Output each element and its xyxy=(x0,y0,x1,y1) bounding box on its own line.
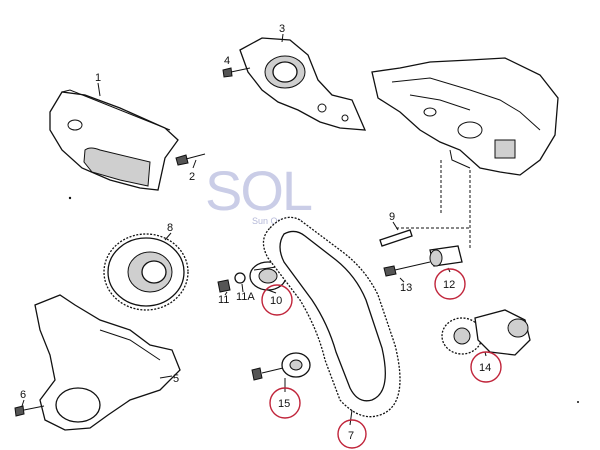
callout-9: 9 xyxy=(389,211,395,223)
idler-pulley xyxy=(429,245,463,267)
callout-1: 1 xyxy=(95,72,101,84)
callout-13: 13 xyxy=(400,282,412,294)
callout-10: 10 xyxy=(270,295,282,307)
callout-5: 5 xyxy=(173,373,179,385)
stray-dot xyxy=(68,196,72,200)
highlight-circle-14 xyxy=(470,351,502,383)
highlight-circles xyxy=(261,268,502,449)
tensioner-pulley xyxy=(249,261,287,291)
guide-roller xyxy=(251,352,311,381)
watermark: SOL Sun On Line xyxy=(205,159,314,226)
callout-14: 14 xyxy=(479,362,491,374)
lower-timing-cover xyxy=(34,294,181,431)
rear-cover-plate xyxy=(239,37,367,131)
callout-3: 3 xyxy=(279,23,285,35)
watermark-logo: SOL xyxy=(205,159,312,222)
watermark-tagline: Sun On Line xyxy=(252,216,302,226)
stray-dot xyxy=(577,401,579,403)
stud xyxy=(379,229,413,247)
callout-6: 6 xyxy=(20,389,26,401)
highlight-circle-15 xyxy=(269,387,301,419)
timing-belt xyxy=(262,216,401,418)
callout-4: 4 xyxy=(224,55,230,67)
cover-bolt xyxy=(175,153,206,166)
callout-labels: 1 2 3 4 5 6 7 8 9 10 11 11A 12 13 14 15 xyxy=(20,23,491,442)
highlight-circle-7 xyxy=(337,419,367,449)
plate-bolt xyxy=(222,67,251,78)
nut-washer xyxy=(217,272,246,293)
callout-11: 11 xyxy=(218,294,229,306)
highlight-circle-12 xyxy=(434,268,466,300)
lower-cover-bolt xyxy=(14,405,45,417)
upper-timing-cover xyxy=(49,89,179,191)
leader-lines xyxy=(21,33,487,426)
callout-11a: 11A xyxy=(236,291,255,303)
callout-12: 12 xyxy=(443,279,455,291)
idler-bolt xyxy=(383,261,431,277)
crankshaft-sprocket xyxy=(103,233,189,311)
callout-15: 15 xyxy=(278,398,290,410)
callout-2: 2 xyxy=(189,171,195,183)
callout-7: 7 xyxy=(348,430,354,442)
highlight-circle-10 xyxy=(261,284,293,316)
engine-block xyxy=(371,57,559,250)
callout-8: 8 xyxy=(167,222,173,234)
water-pump xyxy=(441,309,531,356)
